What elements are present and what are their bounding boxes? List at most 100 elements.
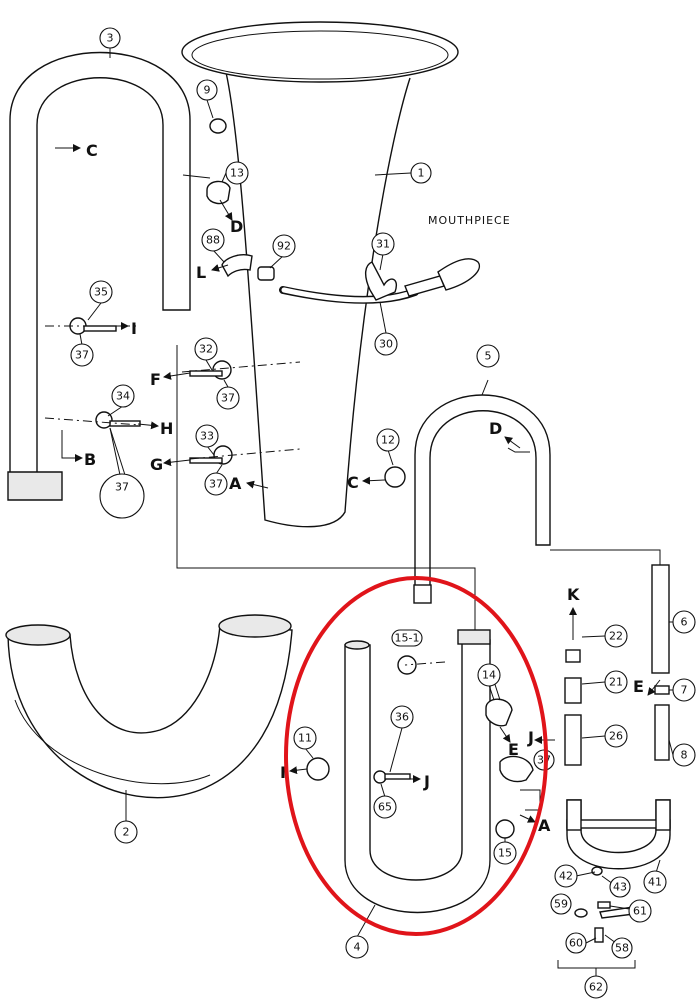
part-34-screw bbox=[95, 411, 141, 429]
callout-62: 62 bbox=[584, 975, 608, 999]
callout-61: 61 bbox=[628, 899, 652, 923]
callout-37-d: 37 bbox=[99, 473, 145, 519]
part-31-guard bbox=[365, 261, 397, 301]
part-21-tube bbox=[564, 677, 582, 704]
callout-9: 9 bbox=[196, 79, 218, 101]
callout-14: 14 bbox=[477, 663, 501, 687]
callout-8: 8 bbox=[672, 743, 696, 767]
callout-1: 1 bbox=[410, 162, 432, 184]
letter-h: H bbox=[160, 419, 173, 438]
svg-text:33: 33 bbox=[200, 430, 214, 443]
svg-text:41: 41 bbox=[648, 876, 662, 889]
svg-text:30: 30 bbox=[379, 338, 393, 351]
callout-3: 3 bbox=[99, 27, 121, 49]
connection-letters: C D L I F H G A B C D K E J E J I A MOUT… bbox=[84, 141, 644, 835]
callout-4: 4 bbox=[345, 935, 369, 959]
svg-text:26: 26 bbox=[609, 730, 623, 743]
svg-text:6: 6 bbox=[681, 616, 688, 629]
callout-31: 31 bbox=[371, 232, 395, 256]
letter-e-1: E bbox=[508, 740, 519, 759]
svg-text:92: 92 bbox=[277, 240, 291, 253]
svg-text:32: 32 bbox=[199, 343, 213, 356]
callout-34: 34 bbox=[111, 384, 135, 408]
svg-text:65: 65 bbox=[378, 801, 392, 814]
svg-text:5: 5 bbox=[485, 350, 492, 363]
svg-text:42: 42 bbox=[559, 870, 573, 883]
callout-15: 15 bbox=[493, 841, 517, 865]
callout-65: 65 bbox=[373, 795, 397, 819]
part-2-bottom-bow bbox=[5, 614, 293, 799]
letter-l: L bbox=[196, 263, 206, 282]
callout-59: 59 bbox=[550, 893, 572, 915]
callout-37-c: 37 bbox=[204, 472, 228, 496]
letter-b: B bbox=[84, 450, 96, 469]
letter-c-2: C bbox=[347, 473, 359, 492]
part-59-washer bbox=[574, 908, 588, 918]
callout-7: 7 bbox=[672, 678, 696, 702]
svg-text:7: 7 bbox=[681, 684, 688, 697]
part-15-guard bbox=[495, 819, 515, 839]
callout-5: 5 bbox=[476, 344, 500, 368]
part-92-nut bbox=[257, 266, 275, 281]
letter-g: G bbox=[150, 455, 163, 474]
callouts: 3 1 9 13 88 92 31 30 35 37 32 37 34 33 3… bbox=[70, 27, 696, 999]
part-43-nut bbox=[591, 866, 603, 876]
letter-e-2: E bbox=[633, 677, 644, 696]
callout-43: 43 bbox=[609, 876, 631, 898]
part-22-cap bbox=[565, 649, 581, 663]
part-30-leadpipe bbox=[279, 258, 481, 304]
svg-text:62: 62 bbox=[589, 981, 603, 994]
letter-i-2: I bbox=[280, 763, 286, 782]
highlight-ellipse bbox=[284, 576, 548, 936]
callout-88: 88 bbox=[201, 228, 225, 252]
svg-text:8: 8 bbox=[681, 749, 688, 762]
letter-k: K bbox=[567, 585, 580, 604]
svg-text:9: 9 bbox=[204, 84, 211, 97]
svg-text:14: 14 bbox=[482, 669, 496, 682]
svg-text:58: 58 bbox=[615, 942, 629, 955]
callout-42: 42 bbox=[554, 864, 578, 888]
part-12-cap bbox=[384, 466, 406, 488]
part-3-upper-bow bbox=[7, 51, 191, 501]
svg-text:15-1: 15-1 bbox=[395, 632, 420, 645]
svg-text:4: 4 bbox=[354, 941, 361, 954]
part-33-screw bbox=[189, 445, 233, 465]
svg-text:13: 13 bbox=[230, 167, 244, 180]
letter-c-1: C bbox=[86, 141, 98, 160]
callout-13: 13 bbox=[225, 161, 249, 185]
leader-lines bbox=[79, 48, 674, 983]
svg-text:37: 37 bbox=[209, 478, 223, 491]
arrows bbox=[55, 144, 661, 823]
letter-i-1: I bbox=[131, 319, 137, 338]
callout-6: 6 bbox=[672, 610, 696, 634]
mouthpiece-label: MOUTHPIECE bbox=[428, 214, 511, 227]
letter-a-1: A bbox=[229, 474, 242, 493]
callout-22: 22 bbox=[604, 624, 628, 648]
svg-text:2: 2 bbox=[123, 826, 130, 839]
svg-text:15: 15 bbox=[498, 847, 512, 860]
callout-60: 60 bbox=[565, 932, 587, 954]
part-11-cap bbox=[306, 757, 330, 781]
part-41-small-bow bbox=[566, 799, 671, 870]
callout-41: 41 bbox=[643, 870, 667, 894]
svg-text:37: 37 bbox=[221, 392, 235, 405]
svg-text:22: 22 bbox=[609, 630, 623, 643]
part-36-screw bbox=[373, 770, 411, 784]
callout-33: 33 bbox=[195, 424, 219, 448]
letter-a-2: A bbox=[538, 816, 551, 835]
svg-text:21: 21 bbox=[609, 676, 623, 689]
svg-text:1: 1 bbox=[418, 167, 425, 180]
callout-35: 35 bbox=[89, 280, 113, 304]
svg-text:59: 59 bbox=[554, 898, 568, 911]
callout-32: 32 bbox=[194, 337, 218, 361]
part-88-elbow bbox=[221, 254, 253, 278]
part-6-tube bbox=[651, 564, 670, 674]
callout-11: 11 bbox=[293, 726, 317, 750]
svg-text:43: 43 bbox=[613, 881, 627, 894]
part-4-main-branch bbox=[344, 629, 491, 914]
callout-15-1: 15-1 bbox=[391, 629, 423, 647]
letter-j-1: J bbox=[423, 772, 430, 791]
letter-j-2: J bbox=[527, 728, 534, 747]
part-7-ferrule bbox=[654, 685, 670, 695]
